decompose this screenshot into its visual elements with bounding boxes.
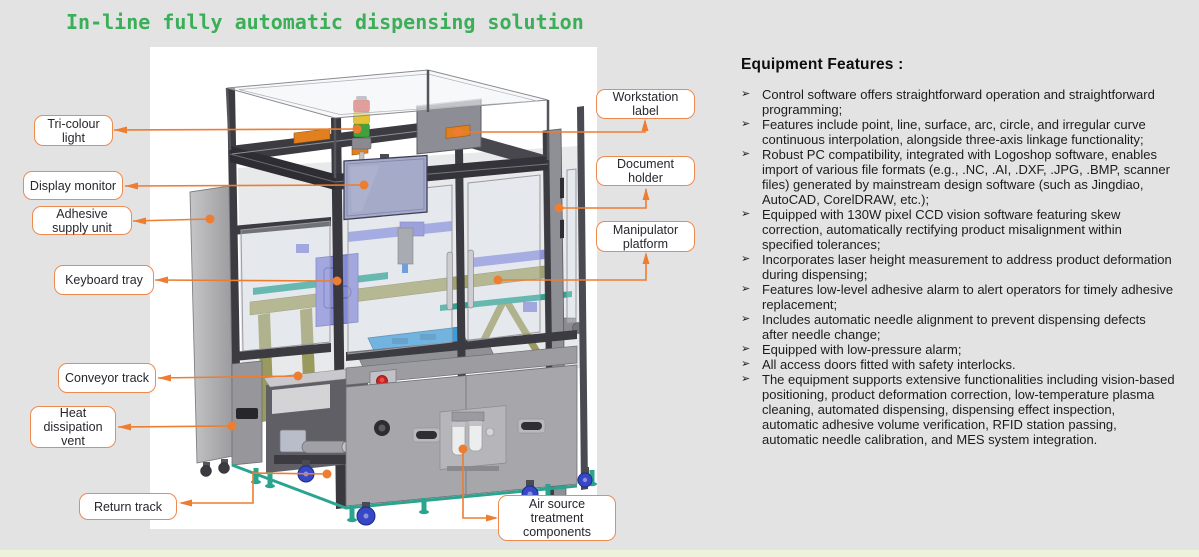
machine-illustration: [189, 69, 597, 526]
callout-display-monitor: Display monitor: [23, 171, 123, 200]
bullet-arrow-icon: ➢: [741, 88, 751, 100]
machine-image-background: [150, 47, 597, 529]
callout-tri-colour-light: Tri-colour light: [34, 115, 113, 146]
callout-adhesive-supply-unit: Adhesive supply unit: [32, 206, 132, 235]
feature-item: ➢All access doors fitted with safety int…: [741, 357, 1016, 372]
callout-conveyor-track: Conveyor track: [58, 363, 156, 393]
air-source-treatment-graphic: [439, 405, 507, 471]
bullet-arrow-icon: ➢: [741, 358, 751, 370]
bullet-arrow-icon: ➢: [741, 148, 751, 160]
feature-item: ➢Features low-level adhesive alarm to al…: [741, 282, 1174, 312]
feature-item: ➢Equipped with low-pressure alarm;: [741, 342, 962, 357]
callout-keyboard-tray: Keyboard tray: [54, 265, 154, 295]
features-heading: Equipment Features :: [741, 56, 904, 73]
feature-item: ➢Incorporates laser height measurement t…: [741, 252, 1172, 282]
callout-return-track: Return track: [79, 493, 177, 520]
callout-air-source-treatment-components: Air source treatment components: [498, 495, 616, 541]
machine-canopy: [225, 69, 550, 178]
feature-item: ➢The equipment supports extensive functi…: [741, 372, 1175, 447]
callout-document-holder: Document holder: [596, 156, 695, 186]
bullet-arrow-icon: ➢: [741, 208, 751, 220]
bottom-accent-strip: [0, 550, 1199, 557]
feature-item: ➢Features include point, line, surface, …: [741, 117, 1146, 147]
bullet-arrow-icon: ➢: [741, 118, 751, 130]
feature-item: ➢Robust PC compatibility, integrated wit…: [741, 147, 1170, 207]
features-list: ➢Control software offers straightforward…: [741, 87, 1175, 447]
adhesive-supply-unit-graphic: [189, 185, 234, 477]
feature-item: ➢Equipped with 130W pixel CCD vision sof…: [741, 207, 1122, 252]
equipment-features-panel: Equipment Features : ➢Control software o…: [741, 56, 1175, 447]
bullet-arrow-icon: ➢: [741, 343, 751, 355]
display-monitor-graphic: [343, 154, 428, 221]
feature-item: ➢Control software offers straightforward…: [741, 87, 1155, 117]
bullet-arrow-icon: ➢: [741, 313, 751, 325]
callout-workstation-label: Workstation label: [596, 89, 695, 119]
page-title: In-line fully automatic dispensing solut…: [66, 10, 584, 34]
bullet-arrow-icon: ➢: [741, 283, 751, 295]
callout-heat-dissipation-vent: Heat dissipation vent: [30, 406, 116, 448]
bullet-arrow-icon: ➢: [741, 373, 751, 385]
bullet-arrow-icon: ➢: [741, 253, 751, 265]
callout-manipulator-platform: Manipulator platform: [596, 221, 695, 252]
feature-item: ➢Includes automatic needle alignment to …: [741, 312, 1146, 342]
